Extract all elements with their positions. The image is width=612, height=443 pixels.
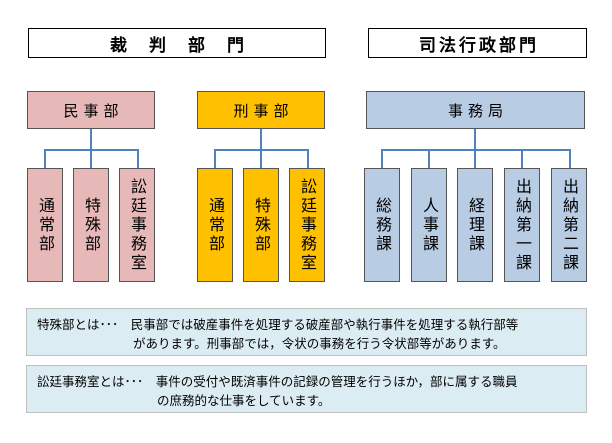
- secretariat-unit-accounting: 経理課: [457, 168, 493, 282]
- court-division-header: 裁判部門: [28, 28, 326, 58]
- secretariat-connector-bar: [381, 149, 571, 151]
- criminal-connector-drop-1: [214, 149, 216, 169]
- secretariat-connector-stem: [474, 129, 476, 150]
- special-note-line-1: 特殊部とは･･･ 民事部では破産事件を処理する破産部や執行事件を処理する執行部等: [37, 317, 519, 332]
- secretariat-unit-general-affairs: 総務課: [364, 168, 400, 282]
- secretariat-unit-personnel: 人事課: [411, 168, 447, 282]
- special-division-note: 特殊部とは･･･ 民事部では破産事件を処理する破産部や執行事件を処理する執行部等…: [26, 308, 587, 356]
- secretariat-connector-drop-4: [521, 149, 523, 169]
- civil-department-box: 民事部: [27, 91, 155, 129]
- civil-unit-regular: 通常部: [27, 168, 63, 282]
- criminal-unit-clerk-office: 訟廷事務室: [289, 168, 325, 282]
- secretariat-connector-drop-5: [569, 149, 571, 169]
- civil-connector-stem: [90, 129, 92, 150]
- criminal-unit-special: 特殊部: [243, 168, 279, 282]
- special-note-line-2: があります。刑事部では，令状の事務を行う令状部等があります。: [133, 336, 506, 351]
- civil-unit-special: 特殊部: [73, 168, 109, 282]
- office-note-line-2: の庶務的な仕事をしています。: [157, 393, 331, 408]
- criminal-connector-stem: [260, 129, 262, 150]
- civil-connector-drop-2: [90, 149, 92, 169]
- criminal-connector-drop-3: [307, 149, 309, 169]
- secretariat-connector-drop-3: [474, 149, 476, 169]
- secretariat-connector-drop-2: [428, 149, 430, 169]
- civil-connector-drop-1: [44, 149, 46, 169]
- civil-unit-clerk-office: 訟廷事務室: [119, 168, 155, 282]
- secretariat-box: 事務局: [366, 91, 585, 129]
- criminal-unit-regular: 通常部: [197, 168, 233, 282]
- criminal-connector-drop-2: [260, 149, 262, 169]
- secretariat-unit-cashier-2: 出納第二課: [551, 168, 587, 282]
- criminal-department-box: 刑事部: [197, 91, 325, 129]
- clerk-office-note: 訟廷事務室とは･･･ 事件の受付や既済事件の記録の管理を行うほか，部に属する職員…: [26, 365, 587, 413]
- civil-connector-drop-3: [137, 149, 139, 169]
- secretariat-unit-cashier-1: 出納第一課: [504, 168, 540, 282]
- secretariat-connector-drop-1: [381, 149, 383, 169]
- office-note-line-1: 訟廷事務室とは･･･ 事件の受付や既済事件の記録の管理を行うほか，部に属する職員: [37, 374, 518, 389]
- judicial-admin-header: 司法行政部門: [368, 28, 587, 58]
